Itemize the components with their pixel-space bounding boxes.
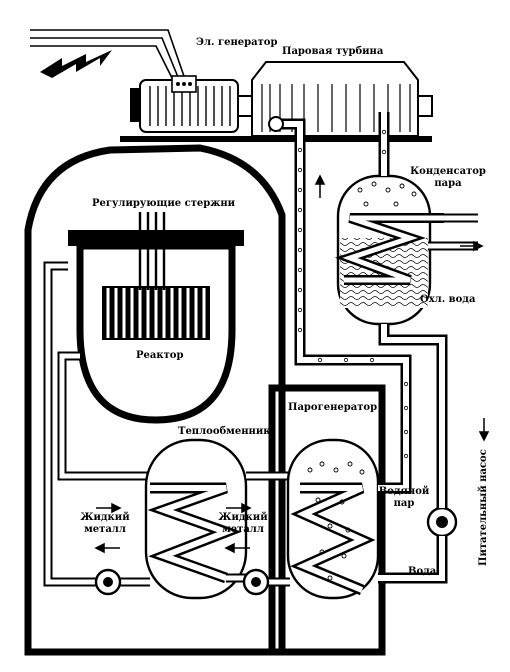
control-rods-label: Регулирующие стержни [92,198,236,209]
feed-pump-label: Питательный насос [478,449,489,566]
liquid-metal-pump-1 [94,568,122,596]
water-label: Вода [408,566,437,577]
power-lines [30,29,187,83]
heat-exchanger-label: Теплообменник [178,426,271,437]
containment-shell [24,144,286,656]
steam-generator [286,438,380,600]
liquid-metal-pump-2 [242,568,270,596]
liquid-metal-label-left: Жидкий металл [80,512,130,535]
condenser [334,174,444,326]
electric-generator [130,75,253,133]
reactor-vessel [68,230,244,424]
steam-generator-label: Парогенератор [288,402,378,413]
reactor-label: Реактор [136,350,184,361]
cooling-water-pipes [428,213,478,251]
steam-generator-room [268,384,386,656]
water-vapor-label: Водяной пар [378,486,430,509]
flow-arrows [94,174,490,554]
turbine-label: Паровая турбина [282,46,384,57]
liquid-metal-label-right: Жидкий металл [218,512,268,535]
cooling-water-label: Охл. вода [420,294,476,305]
generator-label: Эл. генератор [196,37,278,48]
heat-exchanger [144,438,248,600]
steam-bubbles [297,129,409,459]
lightning-icon [40,50,112,78]
control-rods [138,212,166,290]
feed-water-pump [426,506,458,538]
condenser-label: Конденсатор пара [410,166,486,189]
